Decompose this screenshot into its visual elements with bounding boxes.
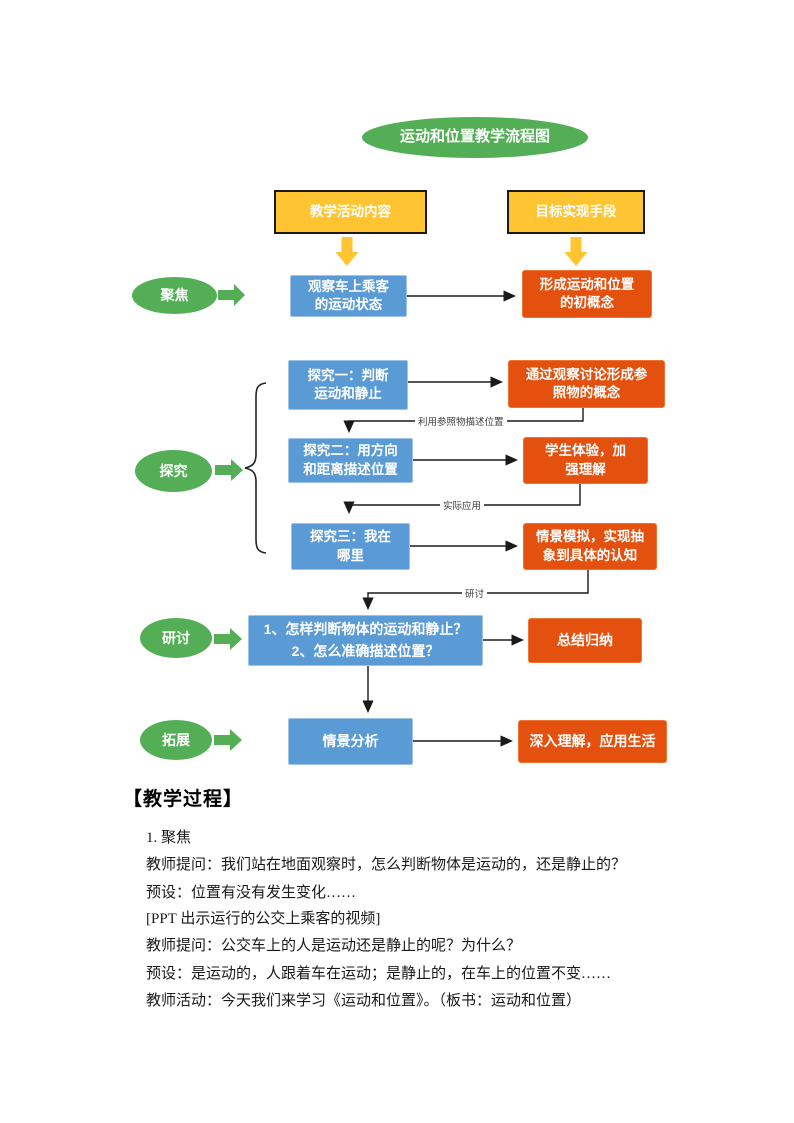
right-arrow-icon [215, 459, 243, 481]
flowchart-title: 运动和位置教学流程图 [362, 117, 588, 158]
brace-icon [244, 382, 267, 554]
right-arrow-icon [214, 628, 242, 650]
doc-line: 教师提问：公交车上的人是运动还是静止的呢？为什么？ [146, 938, 522, 954]
doc-line: 教师提问：我们站在地面观察时，怎么判断物体是运动的，还是静止的？ [146, 857, 627, 873]
doc-line: 教师活动：今天我们来学习《运动和位置》。（板书：运动和位置） [146, 993, 582, 1009]
connector-label-1: 利用参照物描述位置 [415, 414, 507, 428]
activity-box-2: 探究一：判断 运动和静止 [288, 360, 408, 410]
stage-ellipse-yantao: 研讨 [140, 618, 212, 658]
right-arrow-icon [218, 284, 245, 306]
target-box-4: 情景模拟，实现抽 象到具体的认知 [523, 523, 657, 570]
target-box-2: 通过观察讨论形成参 照物的概念 [508, 360, 665, 408]
doc-line: 预设：是运动的，人跟着车在运动；是静止的，在车上的位置不变…… [146, 966, 612, 982]
stage-ellipse-tanjiu: 探究 [135, 450, 212, 492]
right-arrow-icon [214, 729, 242, 751]
activity-box-4: 探究三：我在 哪里 [291, 523, 410, 570]
activity-box-3: 探究二：用方向 和距离描述位置 [288, 438, 413, 483]
activity-box-1: 观察车上乘客 的运动状态 [290, 275, 407, 317]
target-box-1: 形成运动和位置 的初概念 [522, 270, 652, 318]
connector-label-3: 研讨 [462, 586, 488, 600]
doc-line: 预设：位置有没有发生变化…… [146, 885, 357, 901]
doc-line: 1. 聚焦 [146, 830, 192, 846]
activity-box-6: 情景分析 [288, 718, 413, 765]
target-box-5: 总结归纳 [528, 618, 642, 663]
down-arrow-icon [335, 237, 359, 266]
doc-line: [PPT 出示运行的公交上乘客的视频] [146, 911, 381, 927]
header-target: 目标实现手段 [507, 190, 645, 234]
down-arrow-icon [564, 237, 588, 266]
stage-ellipse-tuozhan: 拓展 [140, 720, 212, 760]
stage-ellipse-jujiao: 聚焦 [132, 277, 217, 314]
header-activity: 教学活动内容 [274, 190, 427, 234]
connector-label-2: 实际应用 [440, 498, 485, 512]
target-box-6: 深入理解，应用生活 [518, 720, 667, 763]
activity-box-5: 1、怎样判断物体的运动和静止？ 2、怎么准确描述位置？ [248, 615, 483, 666]
section-heading: 【教学过程】 [123, 789, 244, 810]
target-box-3: 学生体验，加 强理解 [523, 437, 648, 484]
